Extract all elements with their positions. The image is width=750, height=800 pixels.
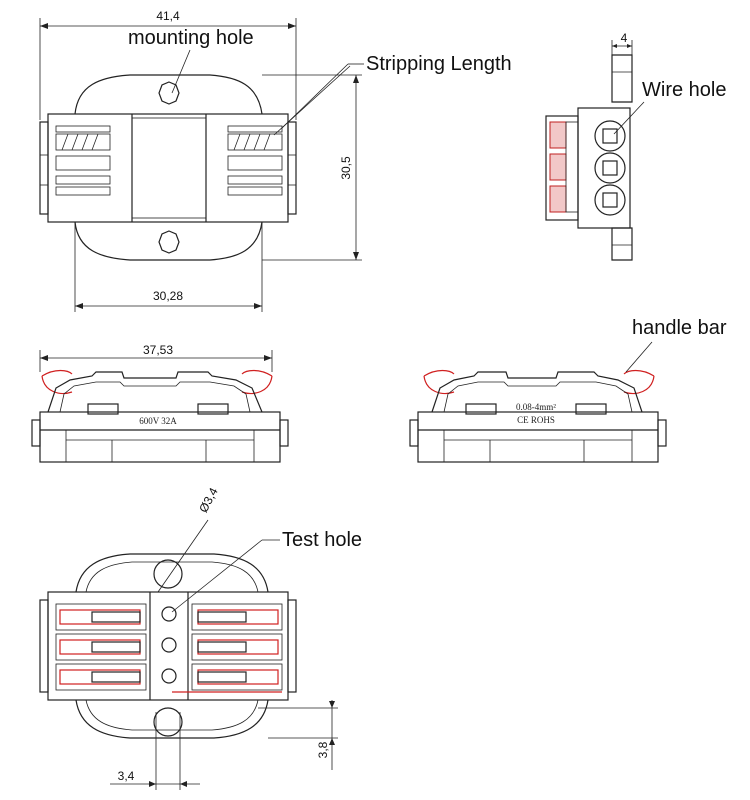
dim-top-height: 30,5 (339, 156, 353, 180)
wire-hole-3 (594, 184, 626, 216)
marking-rating: 600V 32A (139, 416, 177, 426)
dim-front-width: 37,53 (143, 343, 173, 357)
test-hole-1 (161, 606, 177, 622)
wire-hole-1 (594, 120, 626, 152)
mounting-hole-bottom (158, 230, 180, 254)
callout-test-hole: Test hole (282, 529, 362, 551)
dim-side-width: 4 (621, 31, 628, 45)
mounting-hole-top (158, 81, 180, 105)
dim-bottom-width: 3,4 (118, 769, 135, 783)
wire-hole-2 (594, 152, 626, 184)
marking-cert: CE ROHS (517, 415, 555, 425)
marking-wire-range: 0.08-4mm² (516, 402, 556, 412)
test-hole-3 (161, 668, 177, 684)
side-lever-2 (549, 153, 567, 181)
bottom-view: Ø3,4 Test hole 3,8 3,4 (39, 485, 362, 790)
callout-mounting-hole: mounting hole (128, 27, 254, 49)
callout-wire-hole: Wire hole (642, 79, 726, 101)
side-lever-1 (549, 121, 567, 149)
bottom-mounting-hole-top (153, 559, 183, 589)
dim-body-width: 30,28 (153, 289, 183, 303)
side-view: 4 Wire hole (545, 31, 726, 261)
dim-bottom-height: 3,8 (316, 741, 330, 758)
front-view-right: 0.08-4mm² CE ROHS handle bar (409, 317, 727, 463)
top-view: 41,4 (39, 9, 512, 312)
test-hole-2 (161, 637, 177, 653)
dim-top-width: 41,4 (156, 9, 180, 23)
dim-hole-dia: Ø3,4 (196, 485, 221, 515)
side-lever-3 (549, 185, 567, 213)
callout-stripping-length: Stripping Length (366, 53, 512, 75)
callout-handle-bar: handle bar (632, 317, 727, 339)
bottom-mounting-hole-bottom (153, 707, 183, 737)
front-view-left: 37,53 600V 32A (31, 343, 289, 463)
